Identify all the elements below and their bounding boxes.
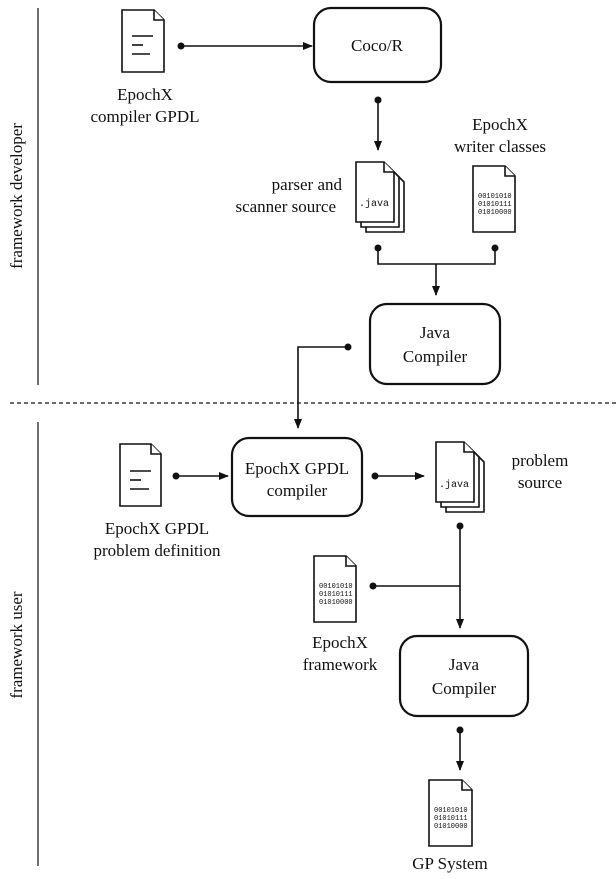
svg-text:00101010: 00101010 <box>434 807 468 815</box>
gpdl-problem-label-1: EpochX GPDL <box>105 519 209 538</box>
svg-text:01010000: 01010000 <box>319 599 353 607</box>
problem-source-label-1: problem <box>512 451 569 470</box>
compiler-gpdl-label-1: EpochX <box>117 85 173 104</box>
binary-file-icon: 00101010 01010111 01010000 <box>472 165 516 233</box>
java-compiler-top-label-2: Compiler <box>403 347 468 366</box>
parser-source-label-2: scanner source <box>235 197 336 216</box>
lane-label-developer: framework developer <box>7 123 26 269</box>
cocor-label: Coco/R <box>351 36 404 55</box>
gpdl-compiler-label-2: compiler <box>267 481 328 500</box>
java-files-icon: .java <box>435 441 485 513</box>
svg-text:01010000: 01010000 <box>478 209 512 217</box>
problem-source-label-2: source <box>518 473 562 492</box>
java-files-icon: .java <box>355 161 405 233</box>
svg-text:01010000: 01010000 <box>434 823 468 831</box>
lane-label-user: framework user <box>7 591 26 698</box>
arrow-java-compiler-to-gpdl-compiler <box>294 346 348 429</box>
java-compiler-bottom-label-1: Java <box>449 655 480 674</box>
java-compiler-top-box <box>368 302 502 386</box>
writer-classes-label-2: writer classes <box>454 137 546 156</box>
java-file-label: .java <box>439 479 469 491</box>
gpdl-compiler-label-1: EpochX GPDL <box>245 459 349 478</box>
svg-text:01010111: 01010111 <box>319 591 353 599</box>
svg-text:01010111: 01010111 <box>478 201 512 209</box>
java-compiler-bottom-label-2: Compiler <box>432 679 497 698</box>
svg-text:00101010: 00101010 <box>478 193 512 201</box>
document-icon <box>119 443 162 507</box>
gpdl-problem-label-2: problem definition <box>93 541 221 560</box>
java-compiler-top-label-1: Java <box>420 323 451 342</box>
svg-text:00101010: 00101010 <box>319 583 353 591</box>
cocor-box <box>312 6 443 84</box>
writer-classes-label-1: EpochX <box>472 115 528 134</box>
epochx-framework-label-1: EpochX <box>312 633 368 652</box>
java-compiler-bottom-box <box>398 634 530 718</box>
compiler-gpdl-label-2: compiler GPDL <box>90 107 199 126</box>
document-icon <box>121 9 165 73</box>
binary-file-icon: 00101010 01010111 01010000 <box>313 555 357 623</box>
svg-text:01010111: 01010111 <box>434 815 468 823</box>
java-file-label: .java <box>359 198 389 210</box>
gp-system-label: GP System <box>412 854 487 873</box>
binary-file-icon: 00101010 01010111 01010000 <box>428 779 473 847</box>
merge-connector <box>377 248 496 265</box>
parser-source-label-1: parser and <box>272 175 343 194</box>
gpdl-compiler-box <box>230 436 364 518</box>
epochx-framework-label-2: framework <box>303 655 378 674</box>
